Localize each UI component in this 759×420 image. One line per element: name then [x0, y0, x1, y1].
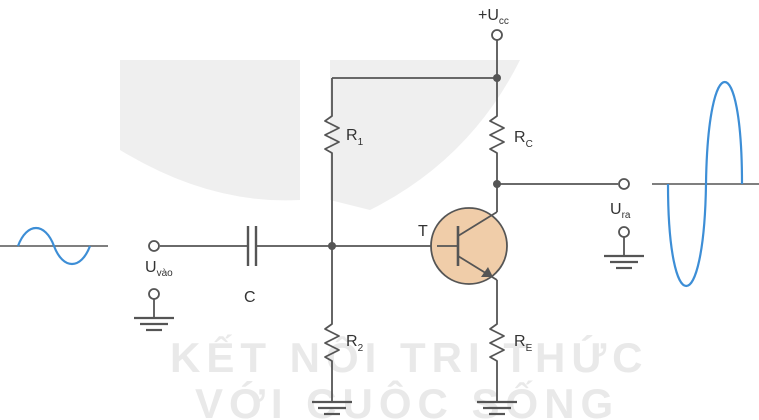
output-signal — [652, 80, 759, 288]
ground-input — [134, 316, 174, 332]
capacitor-label: C — [244, 289, 256, 306]
wires — [153, 40, 625, 402]
output-ground-terminal — [618, 226, 630, 238]
output-terminal — [618, 178, 630, 190]
rc-label: RC — [514, 129, 533, 150]
watermark-line1: KẾT NỐI TRI THỨC — [170, 333, 649, 381]
junction-collector — [493, 180, 501, 188]
resistor-re — [489, 318, 505, 368]
emitter-arrow — [481, 267, 493, 277]
junctions — [328, 74, 501, 250]
junction-top — [493, 74, 501, 82]
watermark-logo — [120, 60, 520, 210]
re-label: RE — [514, 333, 533, 354]
transistor-body — [430, 207, 508, 285]
input-sine-wave — [16, 227, 92, 265]
input-terminal — [148, 240, 160, 252]
output-label: Ura — [610, 201, 631, 221]
supply-label: +Ucc — [478, 7, 509, 27]
ground-re — [477, 400, 517, 416]
watermark: KẾT NỐI TRI THỨC VỚI CUỘC SỐNG — [120, 60, 649, 420]
resistor-rc — [489, 110, 505, 158]
ground-r2 — [312, 400, 352, 416]
input-ground-terminal — [148, 288, 160, 300]
transistor-label: T — [418, 223, 428, 240]
capacitor-c — [246, 226, 258, 266]
resistor-r1 — [324, 110, 340, 158]
resistor-r2 — [324, 318, 340, 368]
ground-output — [604, 254, 644, 270]
r2-label: R2 — [346, 333, 364, 354]
input-signal — [0, 227, 108, 265]
supply-terminal — [491, 29, 503, 41]
transistor-t — [430, 207, 508, 285]
r1-label: R1 — [346, 127, 364, 148]
input-label: Uvào — [145, 259, 173, 279]
junction-base — [328, 242, 336, 250]
watermark-line2: VỚI CUỘC SỐNG — [195, 379, 619, 420]
output-sine-wave — [666, 80, 744, 288]
